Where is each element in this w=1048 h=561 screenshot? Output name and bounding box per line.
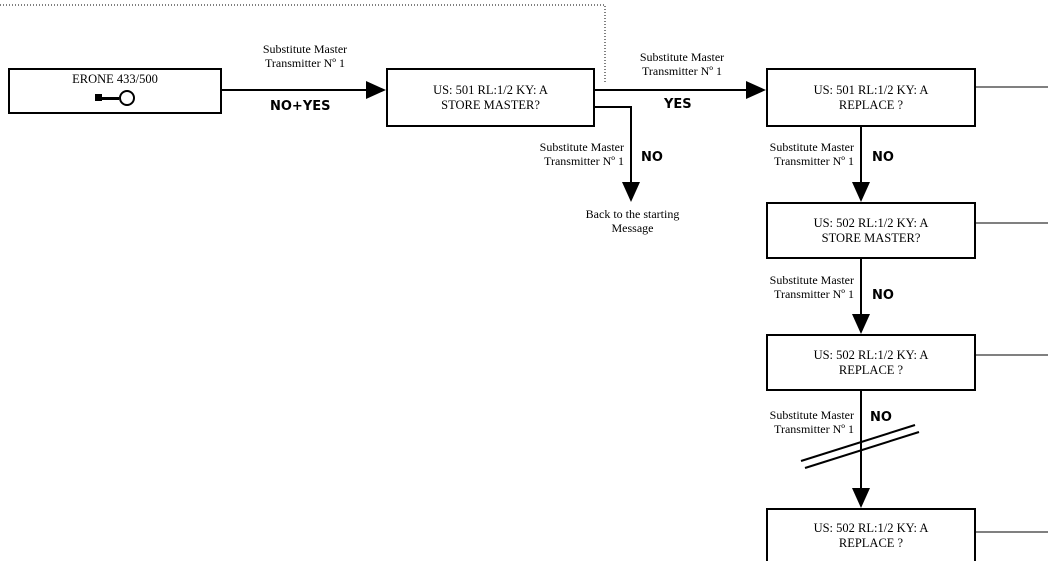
box-line-1: US: 502 RL:1/2 KY: A xyxy=(813,215,929,230)
action-label: Substitute Master Transmitter Nº 1 xyxy=(769,273,854,301)
condition-no: NO xyxy=(872,150,894,165)
box-line-1: US: 502 RL:1/2 KY: A xyxy=(813,520,929,535)
condition-no: NO xyxy=(870,410,892,425)
arrow-store-501-to-back xyxy=(595,106,632,184)
erone-title: ERONE 433/500 xyxy=(72,71,158,86)
box-line-2: REPLACE ? xyxy=(838,362,904,377)
action-label: Substitute Master Transmitter Nº 1 xyxy=(639,50,725,78)
break-mark xyxy=(804,431,920,469)
arrowhead xyxy=(852,182,870,202)
condition-no: NO xyxy=(872,288,894,303)
action-label: Substitute Master Transmitter Nº 1 xyxy=(769,408,854,436)
arrowhead xyxy=(852,488,870,508)
store-master-501-box: US: 501 RL:1/2 KY: A STORE MASTER? xyxy=(386,68,595,127)
condition-no: NO xyxy=(641,150,663,165)
back-to-start-label: Back to the starting Message xyxy=(585,207,680,235)
replace-501-box: US: 501 RL:1/2 KY: A REPLACE ? xyxy=(766,68,976,127)
erone-box: ERONE 433/500 xyxy=(8,68,222,114)
condition-no-yes: NO+YES xyxy=(270,99,331,114)
key-icon xyxy=(87,89,143,111)
action-label: Substitute Master Transmitter Nº 1 xyxy=(262,42,348,70)
arrowhead xyxy=(852,314,870,334)
dotted-return-line xyxy=(0,4,606,82)
box-line-2: STORE MASTER? xyxy=(821,230,921,245)
box-line-2: REPLACE ? xyxy=(838,535,904,550)
arrowhead xyxy=(622,182,640,202)
box-line-2: REPLACE ? xyxy=(838,97,904,112)
replace-502-box: US: 502 RL:1/2 KY: A REPLACE ? xyxy=(766,334,976,391)
box-line-1: US: 502 RL:1/2 KY: A xyxy=(813,347,929,362)
arrowhead xyxy=(366,81,386,99)
arrowhead xyxy=(746,81,766,99)
replace-502-box-last: US: 502 RL:1/2 KY: A REPLACE ? xyxy=(766,508,976,561)
box-line-2: STORE MASTER? xyxy=(441,97,540,112)
condition-yes: YES xyxy=(664,97,692,112)
store-master-502-box: US: 502 RL:1/2 KY: A STORE MASTER? xyxy=(766,202,976,259)
action-label: Substitute Master Transmitter Nº 1 xyxy=(539,140,624,168)
box-line-1: US: 501 RL:1/2 KY: A xyxy=(433,82,548,97)
break-mark xyxy=(800,424,916,462)
box-line-1: US: 501 RL:1/2 KY: A xyxy=(813,82,929,97)
action-label: Substitute Master Transmitter Nº 1 xyxy=(769,140,854,168)
